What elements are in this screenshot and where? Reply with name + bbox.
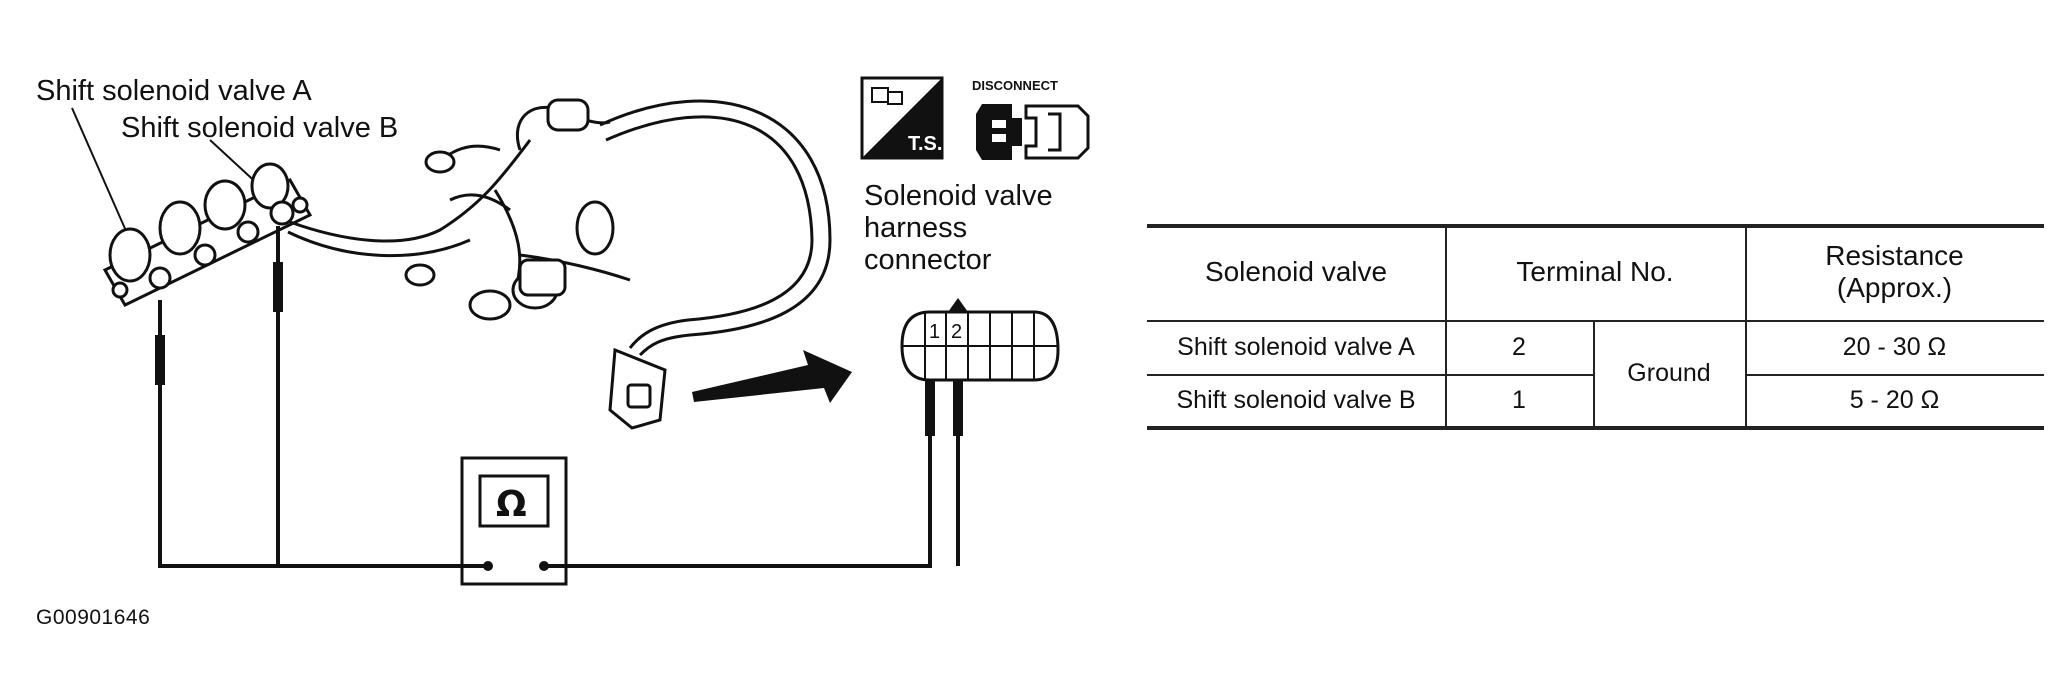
connector-pin-2: 2 bbox=[951, 321, 962, 343]
row-a-terminal: 2 bbox=[1512, 332, 1526, 361]
disconnect-label: DISCONNECT bbox=[972, 78, 1058, 93]
header-solenoid: Solenoid valve bbox=[1204, 256, 1388, 287]
connector-label-line3: connector bbox=[864, 244, 992, 276]
table-row-rule-left bbox=[1147, 374, 1445, 376]
direction-arrow bbox=[692, 350, 852, 403]
header-terminal: Terminal No. bbox=[1516, 256, 1674, 287]
disconnect-icon: DISCONNECT bbox=[972, 78, 1090, 160]
ts-icon: T.S. bbox=[860, 76, 944, 160]
ohm-symbol: Ω bbox=[496, 484, 527, 525]
table-row-rule-right bbox=[1745, 374, 2044, 376]
header-resistance-line1: Resistance bbox=[1825, 240, 1964, 271]
solenoid-valve-assembly bbox=[102, 162, 313, 307]
connector-label-line1: Solenoid valve bbox=[864, 180, 1053, 212]
harness-connector-face: 1 2 bbox=[900, 298, 1060, 382]
row-b-resistance: 5 - 20 Ω bbox=[1849, 385, 1940, 414]
figure-id: G00901646 bbox=[36, 606, 151, 629]
row-a-valve: Shift solenoid valve A bbox=[1177, 332, 1415, 361]
table-col-rule-3 bbox=[1745, 224, 1747, 428]
row-b-terminal: 1 bbox=[1512, 385, 1526, 414]
probe-tips bbox=[155, 262, 963, 436]
ohmmeter: Ω bbox=[460, 456, 568, 586]
valve-b-label: Shift solenoid valve B bbox=[121, 112, 399, 144]
row-a-resistance: 20 - 30 Ω bbox=[1842, 332, 1947, 361]
harness-plug bbox=[608, 347, 667, 430]
table-row-rule-terminal bbox=[1445, 374, 1593, 376]
header-resistance: Resistance (Approx.) bbox=[1745, 224, 2044, 320]
row-b-valve: Shift solenoid valve B bbox=[1176, 385, 1416, 414]
connector-label-line2: harness bbox=[864, 212, 968, 244]
table-bottom-rule bbox=[1147, 426, 2044, 430]
ground-terminal-cell: Ground bbox=[1627, 358, 1711, 387]
table-header-rule bbox=[1147, 320, 2044, 322]
table-col-rule-1 bbox=[1445, 224, 1447, 428]
ts-label: T.S. bbox=[908, 133, 942, 155]
valve-a-label: Shift solenoid valve A bbox=[36, 75, 312, 107]
resistance-spec-table: Solenoid valve Terminal No. Resistance (… bbox=[1147, 224, 2044, 430]
header-resistance-line2: (Approx.) bbox=[1836, 272, 1953, 303]
connector-pin-1: 1 bbox=[929, 321, 940, 343]
table-top-rule bbox=[1147, 224, 2044, 228]
table-col-rule-2 bbox=[1593, 320, 1595, 428]
harness-cable bbox=[599, 99, 832, 357]
